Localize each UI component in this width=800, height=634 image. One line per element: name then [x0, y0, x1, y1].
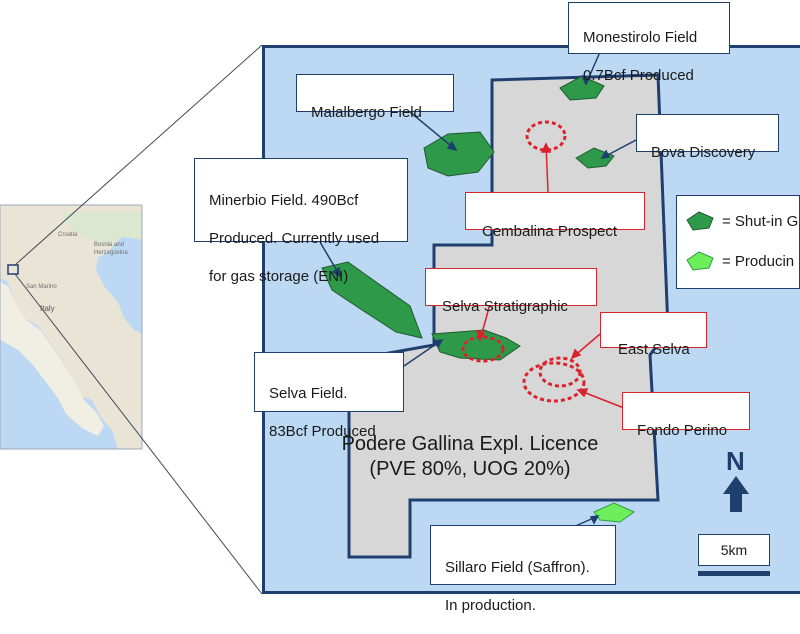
legend-producing-icon — [687, 252, 713, 270]
scale-label: 5km — [698, 534, 770, 566]
callout-cembalina: Cembalina Prospect — [465, 192, 645, 230]
callout-east-selva: East Selva — [600, 312, 707, 348]
callout-bova: Bova Discovery — [636, 114, 779, 152]
inset-label-bosnia: Bosnia and — [94, 242, 124, 248]
legend-shut-in-label: = Shut-in G — [722, 213, 798, 230]
scale-bar — [698, 571, 770, 576]
licence-label: Podere Gallina Expl. Licence (PVE 80%, U… — [320, 432, 620, 482]
callout-selva-field: Selva Field. 83Bcf Produced — [254, 352, 404, 412]
legend-swatches — [677, 196, 717, 289]
callout-minerbio: Minerbio Field. 490Bcf Produced. Current… — [194, 158, 408, 242]
legend: = Shut-in G = Producin — [676, 195, 800, 289]
inset-label-san-marino: San Marino — [26, 284, 57, 290]
inset-label-croatia: Croatia — [58, 232, 77, 238]
north-label: N — [726, 446, 745, 477]
callout-sillaro: Sillaro Field (Saffron). In production. — [430, 525, 616, 585]
callout-monestirolo: Monestirolo Field 0.7Bcf Produced — [568, 2, 730, 54]
licence-share: (PVE 80%, UOG 20%) — [320, 457, 620, 482]
callout-fondo-perino: Fondo Perino — [622, 392, 750, 430]
licence-name: Podere Gallina Expl. Licence — [320, 432, 620, 457]
legend-shut-in-icon — [687, 212, 713, 230]
callout-malalbergo: Malalbergo Field — [296, 74, 454, 112]
legend-producing-label: = Producin — [722, 253, 794, 270]
inset-label-herzegovina: Herzegovina — [94, 250, 128, 256]
inset-label-italy: Italy — [40, 304, 55, 313]
callout-selva-stratigraphic: Selva Stratigraphic — [425, 268, 597, 306]
